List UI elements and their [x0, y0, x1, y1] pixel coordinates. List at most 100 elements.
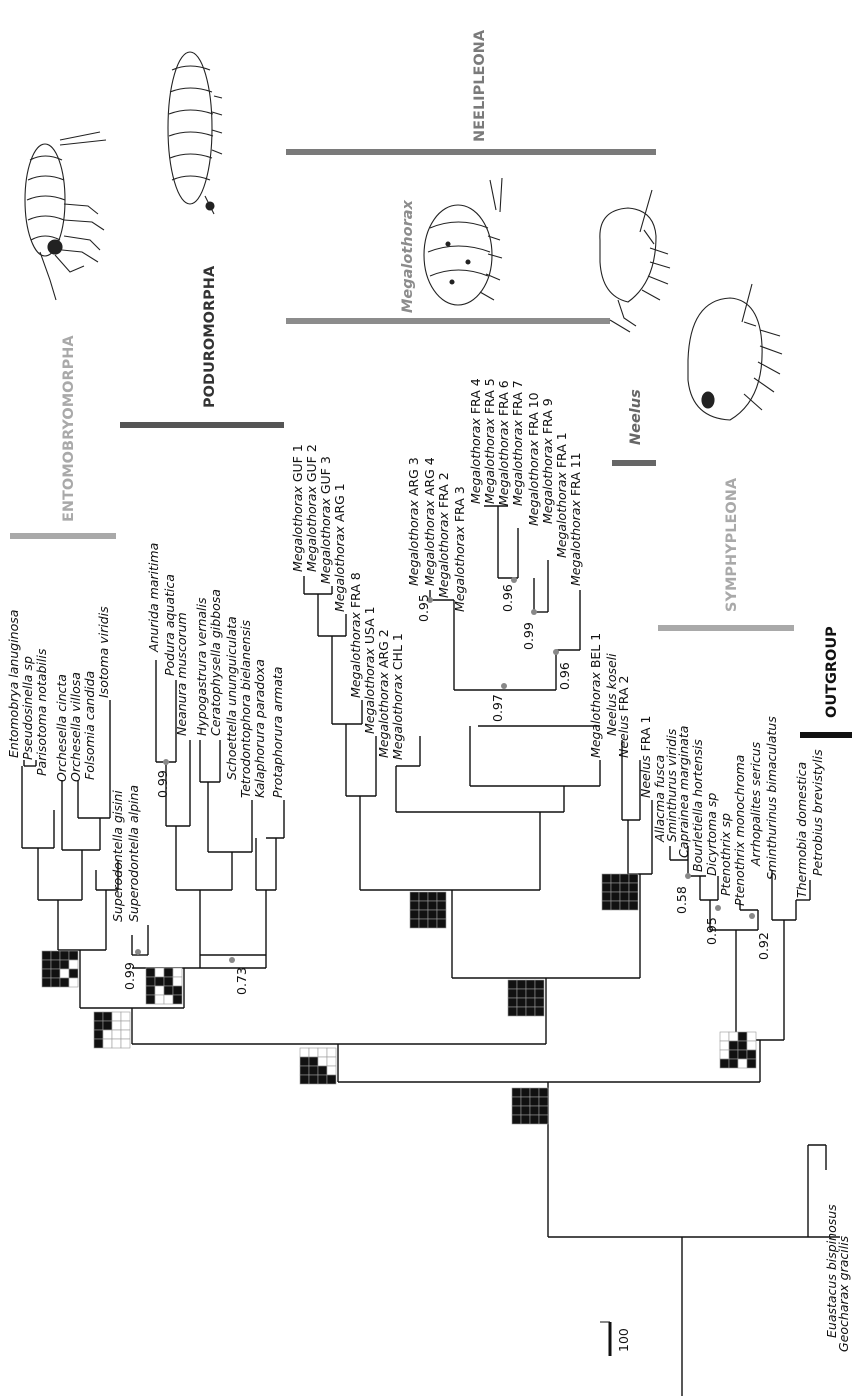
matrix-cell: [50, 950, 61, 961]
neelipleona-label: NEELIPLEONA: [472, 29, 488, 142]
taxon-label: Neelus FRA 1: [638, 716, 653, 798]
taxon-epithet: gibbosa: [208, 589, 223, 642]
matrix-cell: [746, 1031, 757, 1042]
clade-bars: [10, 149, 852, 738]
matrix-cell: [111, 1011, 122, 1022]
taxon-label: Megalothorax ARG 2: [376, 629, 391, 758]
taxon-epithet: bielanensis: [238, 619, 253, 694]
matrix-cell: [120, 1020, 131, 1031]
taxon-genus: Megalothorax: [526, 440, 541, 526]
matrix-cell: [728, 1031, 739, 1042]
taxon-genus: Megalothorax: [290, 486, 305, 572]
matrix-cell: [299, 1047, 310, 1058]
taxon-label: Sminthurus viridis: [664, 728, 679, 842]
matrix-cell: [111, 1038, 122, 1049]
taxon-label: Megalothorax FRA 5: [482, 378, 497, 504]
matrix-cell: [511, 1105, 522, 1116]
taxon-label: Superodontella gisini: [110, 790, 125, 922]
matrix-cell: [317, 1065, 328, 1076]
taxon-epithet: gisini: [110, 790, 125, 827]
taxon-label: Megalothorax GUF 3: [318, 456, 333, 584]
taxon-epithet: alpina: [126, 785, 141, 827]
matrix-cell: [534, 988, 545, 999]
poduromorpha-illustration: [167, 51, 223, 215]
taxon-label: Protaphorura armata: [270, 667, 285, 798]
matrix-cell: [59, 968, 70, 979]
matrix-cell: [145, 994, 156, 1005]
taxon-genus: Ptenothrix: [732, 841, 747, 906]
taxon-genus: Euastacus: [824, 1274, 839, 1338]
taxon-label: Parisotoma notabilis: [34, 648, 49, 776]
matrix-cell: [516, 997, 527, 1008]
support-value: 0.99: [122, 962, 137, 990]
taxon-label: Neelus FRA 2: [616, 676, 631, 758]
taxon-label: Caprainea marginata: [676, 726, 691, 858]
matrix-cell: [326, 1047, 337, 1058]
taxon-genus: Megalothorax: [318, 498, 333, 584]
taxon-label: Neanura muscorum: [174, 612, 189, 736]
taxon-epithet: FRA 5: [482, 378, 497, 418]
matrix-cell: [154, 976, 165, 987]
matrix-cell: [154, 994, 165, 1005]
taxon-genus: Isotoma: [96, 648, 111, 698]
taxon-label: Anurida maritima: [146, 543, 161, 653]
matrix-cell: [120, 1029, 131, 1040]
taxon-epithet: GUF 2: [304, 444, 319, 486]
taxon-genus: Orchesella: [54, 716, 69, 782]
matrix-cell: [520, 1096, 531, 1107]
matrix-cell: [50, 959, 61, 970]
taxon-label: Euastacus bispinosus: [824, 1204, 839, 1338]
taxon-label: Orchesella villosa: [68, 672, 83, 782]
matrix-cell: [418, 909, 429, 920]
matrix-cell: [172, 976, 183, 987]
taxon-epithet: gracilis: [836, 1235, 851, 1284]
taxon-epithet: FRA 9: [540, 398, 555, 438]
taxon-label: Megalothorax USA 1: [362, 606, 377, 734]
matrix-cell: [516, 979, 527, 990]
taxon-epithet: ARG 4: [422, 457, 437, 500]
matrix-cell: [525, 1006, 536, 1017]
taxon-epithet: vernalis: [194, 597, 209, 651]
matrix-cell: [317, 1056, 328, 1067]
taxon-epithet: domestica: [794, 762, 809, 831]
taxon-label: Superodontella alpina: [126, 785, 141, 922]
taxon-epithet: ARG 2: [376, 629, 391, 672]
matrix-cell: [59, 977, 70, 988]
matrix-cell: [317, 1074, 328, 1085]
matrix-cell: [102, 1038, 113, 1049]
matrix-cell: [525, 988, 536, 999]
matrix-cell: [41, 977, 52, 988]
taxon-label: Megalothorax BEL 1: [588, 633, 603, 758]
taxon-genus: Anurida: [146, 603, 161, 653]
matrix-cell: [507, 979, 518, 990]
matrix-cell: [436, 900, 447, 911]
scale-bar: 100: [600, 1321, 631, 1356]
matrix-cell: [145, 967, 156, 978]
taxon-label: Hypogastrura vernalis: [194, 597, 209, 736]
matrix-cell: [68, 950, 79, 961]
matrix-cell: [50, 968, 61, 979]
matrix-cell: [308, 1074, 319, 1085]
matrix-cell: [525, 979, 536, 990]
matrix-cell: [436, 909, 447, 920]
matrix-cell: [154, 967, 165, 978]
support-value: 0.92: [756, 932, 771, 960]
matrix-cell: [746, 1040, 757, 1051]
matrix-cell: [619, 882, 630, 893]
taxon-label: Megalothorax FRA 6: [496, 380, 511, 506]
matrix-cell: [511, 1087, 522, 1098]
taxon-label: Folsomia candida: [82, 671, 97, 780]
taxon-genus: Megalothorax: [348, 612, 363, 698]
outgroup-label: OUTGROUP: [824, 626, 840, 718]
matrix-cell: [102, 1020, 113, 1031]
matrix-cell: [409, 909, 420, 920]
matrix-cell: [111, 1029, 122, 1040]
taxon-label: Megalothorax FRA 1: [554, 432, 569, 558]
node-markers: [135, 577, 755, 963]
taxon-epithet: hortensis: [690, 739, 705, 801]
taxon-epithet: aquatica: [162, 574, 177, 632]
taxon-label: Megalothorax CHL 1: [390, 633, 405, 760]
taxon-epithet: cincta: [54, 674, 69, 716]
matrix-cell: [719, 1058, 730, 1069]
taxon-label: Megalothorax FRA 3: [452, 486, 467, 612]
